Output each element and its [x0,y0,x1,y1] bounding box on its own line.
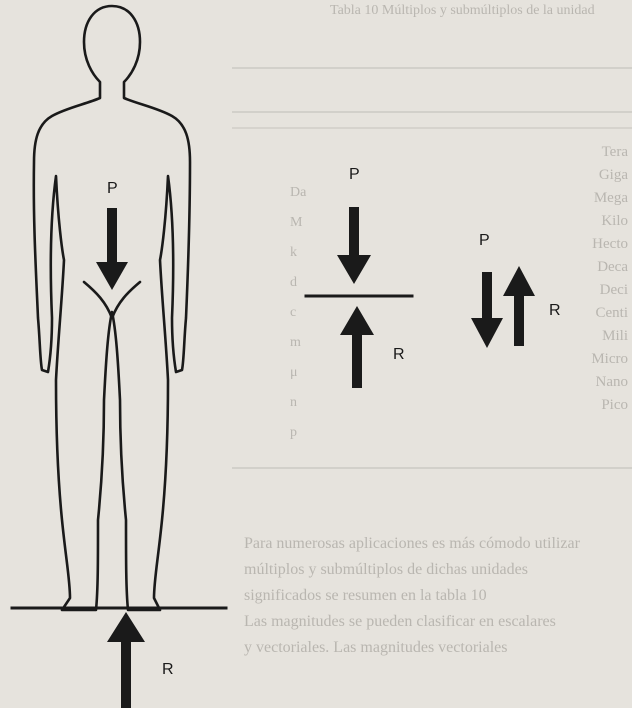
bleed-line-0: Para numerosas aplicaciones es más cómod… [244,535,581,552]
bleed-prefix-3: Kilo [601,213,628,229]
opposed-reaction-label: R [549,302,561,319]
compression-load-label: P [349,166,360,183]
bleed-prefix-9: Micro [591,351,628,367]
body-reaction-arrow [107,612,145,708]
bleed-prefix-6: Deci [600,282,628,298]
bleed-prefix-4: Hecto [592,236,628,252]
bleed-prefix-11: Pico [601,397,628,413]
bleed-prefix-0: Tera [602,144,629,160]
bleed-symbol-5: m [290,335,301,350]
bleed-line-3: Las magnitudes se pueden clasificar en e… [244,613,556,630]
bleed-prefix-column: TeraGigaMegaKiloHectoDecaDeciCentiMiliMi… [591,144,628,413]
bleed-paragraph: Para numerosas aplicaciones es más cómod… [244,535,581,656]
bleed-through: Tabla 10 Múltiplos y submúltiplos de la … [232,3,632,656]
bleed-table-heading: Tabla 10 Múltiplos y submúltiplos de la … [330,3,595,18]
compression-load-arrow [337,207,371,284]
bleed-symbol-7: n [290,395,297,410]
bleed-symbol-3: d [290,275,297,290]
bleed-prefix-8: Mili [602,328,628,344]
opposed-up-arrow [503,266,535,346]
opposed-down-arrow [471,272,503,348]
compression-reaction-arrow [340,306,374,388]
bleed-prefix-7: Centi [596,305,629,321]
bleed-prefix-10: Nano [596,374,629,390]
bleed-symbol-6: μ [290,365,298,380]
bleed-symbol-0: Da [290,185,307,200]
bleed-prefix-2: Mega [594,190,628,206]
bleed-symbol-2: k [290,245,297,260]
opposed-load-label: P [479,232,490,249]
body-load-arrow [96,208,128,290]
bleed-prefix-1: Giga [599,167,629,183]
bleed-line-2: significados se resumen en la tabla 10 [244,587,487,604]
bleed-symbol-1: M [290,215,303,230]
human-body-diagram [34,6,190,610]
bleed-prefix-5: Deca [597,259,628,275]
bleed-line-1: múltiplos y submúltiplos de dichas unida… [244,561,528,578]
compression-reaction-label: R [393,346,405,363]
body-reaction-label: R [162,661,174,678]
bleed-symbol-8: p [290,425,297,440]
bleed-symbol-4: c [290,305,296,320]
human-body-outline [34,6,190,610]
body-load-label: P [107,180,118,197]
bleed-line-4: y vectoriales. Las magnitudes vectoriale… [244,639,507,656]
